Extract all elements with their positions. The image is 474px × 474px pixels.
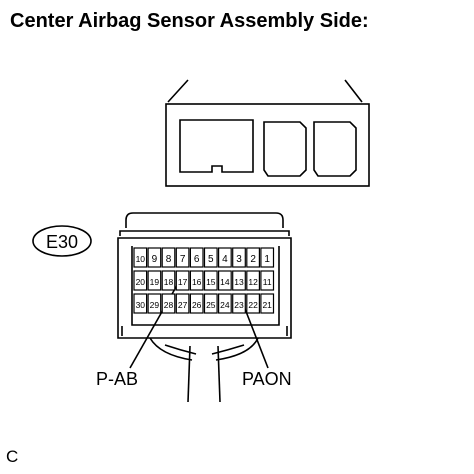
pin-label-21: 21	[262, 300, 272, 310]
pin-cell-13	[232, 270, 246, 291]
pin-label-18: 18	[164, 277, 174, 287]
pin-label-8: 8	[166, 254, 172, 265]
pin-cell-22	[246, 293, 261, 314]
pin-cell-12	[246, 270, 261, 291]
pin-cell-6	[189, 247, 204, 268]
pin-label-19: 19	[150, 277, 160, 287]
pin-cell-11	[260, 270, 275, 291]
pin-cell-30	[133, 293, 148, 314]
pin-label-12: 12	[248, 277, 258, 287]
sensor-assembly-outline	[165, 79, 370, 187]
pin-cell-16	[189, 270, 204, 291]
pin-label-30: 30	[136, 300, 146, 310]
pin-label-6: 6	[194, 254, 200, 265]
pin-label-25: 25	[206, 300, 216, 310]
pin-cell-27	[175, 293, 190, 314]
figure-ref-label: C	[6, 447, 19, 466]
pin-cell-9	[147, 247, 162, 268]
pin-label-20: 20	[136, 277, 146, 287]
pin-label-29: 29	[150, 300, 160, 310]
pin-label-9: 9	[152, 254, 158, 265]
pin-cell-20	[133, 270, 148, 291]
pin-label-27: 27	[178, 300, 188, 310]
pin-cell-1	[260, 247, 275, 268]
pin-label-5: 5	[208, 254, 214, 265]
pin-label-7: 7	[180, 254, 186, 265]
pin-cell-2	[246, 247, 261, 268]
pin-cell-28	[161, 293, 176, 314]
pin-cell-24	[218, 293, 232, 314]
callout-label-p-ab: P-AB	[96, 369, 138, 389]
pin-cell-21	[260, 293, 275, 314]
pin-label-2: 2	[250, 254, 256, 265]
pin-label-13: 13	[234, 277, 244, 287]
wire-harness	[149, 337, 259, 403]
pin-label-11: 11	[263, 277, 272, 287]
callout-label-paon: PAON	[242, 369, 292, 389]
connector-housing	[117, 212, 292, 339]
pin-cell-29	[147, 293, 162, 314]
connector-code-label: E30	[46, 232, 78, 252]
pin-label-1: 1	[264, 254, 270, 265]
pin-cell-14	[218, 270, 232, 291]
pin-label-14: 14	[220, 277, 230, 287]
pin-cell-8	[161, 247, 176, 268]
pin-cell-7	[175, 247, 190, 268]
pin-cell-19	[147, 270, 162, 291]
pin-cell-25	[203, 293, 218, 314]
pin-label-17: 17	[178, 277, 188, 287]
pin-cell-10	[133, 247, 148, 268]
pin-label-10: 10	[136, 254, 146, 264]
connector-code-badge	[32, 225, 92, 257]
pin-label-4: 4	[222, 254, 228, 265]
pin-label-26: 26	[192, 300, 202, 310]
pin-label-24: 24	[220, 300, 230, 310]
page-title: Center Airbag Sensor Assembly Side:	[10, 10, 369, 32]
pin-cell-26	[189, 293, 204, 314]
pin-label-28: 28	[164, 300, 174, 310]
pin-cell-15	[203, 270, 218, 291]
pin-cell-4	[218, 247, 232, 268]
pin-cell-3	[232, 247, 246, 268]
pin-label-15: 15	[206, 277, 216, 287]
pin-label-16: 16	[192, 277, 202, 287]
pin-label-3: 3	[236, 254, 242, 265]
pin-cell-18	[161, 270, 176, 291]
pin-cell-5	[203, 247, 218, 268]
pin-cell-23	[232, 293, 246, 314]
pin-cell-17	[175, 270, 190, 291]
pin-label-23: 23	[234, 300, 244, 310]
pin-label-22: 22	[248, 300, 258, 310]
